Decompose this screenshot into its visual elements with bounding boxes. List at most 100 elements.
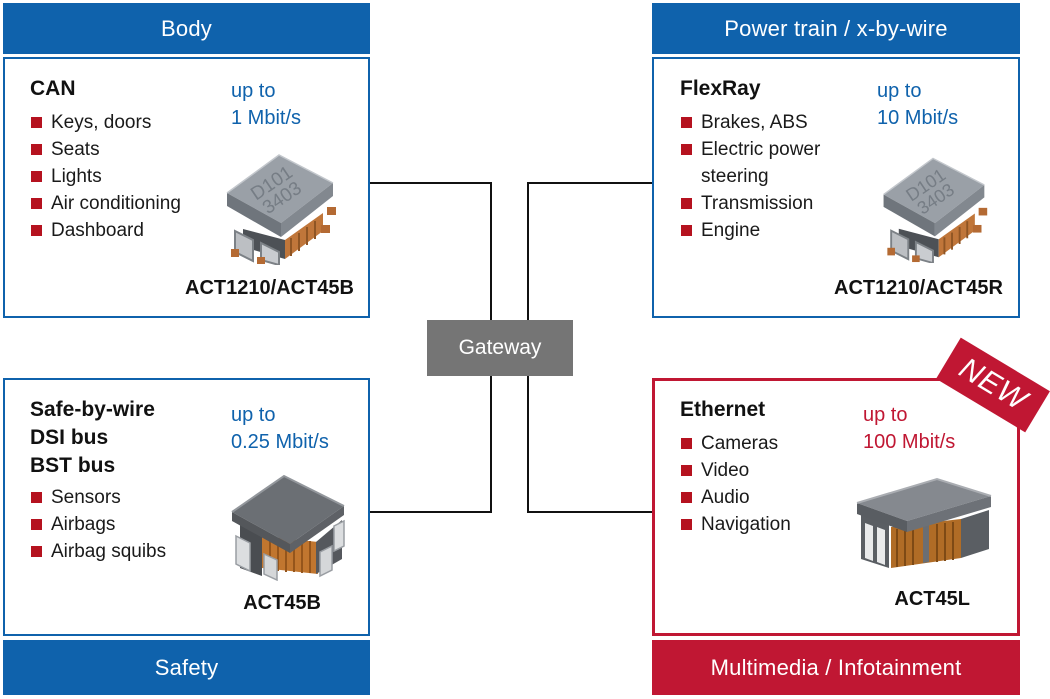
component-cap-side (907, 496, 991, 532)
safety-footer-band: Safety (3, 640, 370, 695)
safety-part-number: ACT45B (243, 592, 321, 614)
feature-label: Audio (701, 487, 750, 508)
feature-item: Dashboard (31, 217, 181, 244)
bullet-square-icon (681, 465, 692, 476)
feature-item: Transmission (681, 190, 869, 217)
speed-prefix: up to (231, 80, 276, 102)
bullet-square-icon (31, 198, 42, 209)
safety-protocol-line3: BST bus (30, 454, 116, 477)
multimedia-footer-label: Multimedia / Infotainment (710, 654, 962, 680)
component-cap-top (857, 479, 991, 521)
bullet-square-icon (681, 438, 692, 449)
body-header-band: Body (3, 3, 370, 54)
speed-prefix: up to (231, 404, 276, 426)
connector-powertrain-horizontal (527, 182, 652, 184)
component-divider (923, 522, 929, 563)
multimedia-footer-band: Multimedia / Infotainment (652, 640, 1020, 695)
component-terminal (263, 552, 278, 581)
component-cap-side (281, 183, 333, 237)
powertrain-panel: FlexRay Brakes, ABS Electric power steeri… (652, 57, 1020, 318)
bullet-square-icon (31, 171, 42, 182)
body-header-label: Body (161, 15, 212, 41)
feature-item: Audio (681, 484, 791, 511)
feature-item: Airbags (31, 511, 166, 538)
feature-item: Sensors (31, 484, 166, 511)
bullet-square-icon (681, 198, 692, 209)
bullet-square-icon (31, 492, 42, 503)
component-terminal (234, 229, 254, 263)
feature-item: Video (681, 457, 791, 484)
safety-speed: up to 0.25 Mbit/s (231, 402, 329, 456)
feature-item: Navigation (681, 511, 791, 538)
feature-item: Keys, doors (31, 109, 181, 136)
component-cap-front (227, 193, 281, 237)
feature-label: Dashboard (51, 220, 144, 241)
body-protocol: CAN (30, 77, 76, 100)
connector-safety-horizontal (370, 511, 492, 513)
multimedia-protocol: Ethernet (680, 398, 766, 421)
feature-label: Lights (51, 166, 102, 187)
component-cap-top (227, 155, 333, 223)
component-terminal (235, 534, 251, 573)
bullet-square-icon (681, 144, 692, 155)
feature-label: Engine (701, 220, 761, 241)
gateway-label: Gateway (458, 336, 542, 359)
feature-item: Cameras (681, 430, 791, 457)
feature-label: Sensors (51, 487, 121, 508)
act45l-photo (856, 477, 992, 568)
connector-body-vertical (490, 182, 492, 320)
feature-label: Cameras (701, 433, 779, 454)
bullet-square-icon (31, 546, 42, 557)
feature-label: Transmission (701, 193, 814, 214)
act1210-photo: D101 3403 (226, 154, 336, 265)
bullet-square-icon (31, 117, 42, 128)
powertrain-part-number: ACT1210/ACT45R (834, 277, 1003, 299)
speed-prefix: up to (877, 80, 922, 102)
body-speed: up to 1 Mbit/s (231, 78, 301, 132)
feature-item: Seats (31, 136, 181, 163)
feature-label: Video (701, 460, 750, 481)
feature-label: Seats (51, 139, 100, 160)
feature-item: Brakes, ABS (681, 109, 869, 136)
component-endcap (961, 510, 989, 558)
speed-value: 10 Mbit/s (877, 107, 959, 129)
act45b-photo (231, 474, 345, 581)
connector-multimedia-vertical (527, 376, 529, 513)
bullet-square-icon (31, 519, 42, 530)
connector-body-horizontal (370, 182, 492, 184)
speed-value: 1 Mbit/s (231, 107, 302, 129)
multimedia-part-number: ACT45L (894, 588, 970, 610)
safety-protocol-line2: DSI bus (30, 426, 109, 449)
bullet-square-icon (31, 144, 42, 155)
bullet-square-icon (31, 225, 42, 236)
powertrain-speed: up to 10 Mbit/s (877, 78, 958, 132)
component-terminal (865, 523, 873, 561)
component-terminal (319, 544, 333, 578)
feature-item: Air conditioning (31, 190, 181, 217)
bullet-square-icon (681, 492, 692, 503)
component-winding (285, 213, 323, 259)
bullet-square-icon (681, 519, 692, 530)
feature-label: Brakes, ABS (701, 112, 808, 133)
component-terminal (333, 519, 345, 553)
safety-footer-label: Safety (154, 654, 219, 680)
bullet-square-icon (681, 117, 692, 128)
component-terminal (260, 241, 280, 265)
feature-label: Electric power steering (701, 139, 821, 187)
feature-label: Air conditioning (51, 193, 181, 214)
speed-value: 0.25 Mbit/s (231, 431, 329, 453)
feature-item: Engine (681, 217, 869, 244)
powertrain-header-label: Power train / x-by-wire (724, 15, 948, 41)
feature-item: Electric power steering (681, 136, 869, 190)
bullet-square-icon (681, 225, 692, 236)
feature-label: Navigation (701, 514, 791, 535)
gateway-node: Gateway (427, 320, 573, 376)
feature-label: Keys, doors (51, 112, 152, 133)
powertrain-protocol: FlexRay (680, 77, 761, 100)
